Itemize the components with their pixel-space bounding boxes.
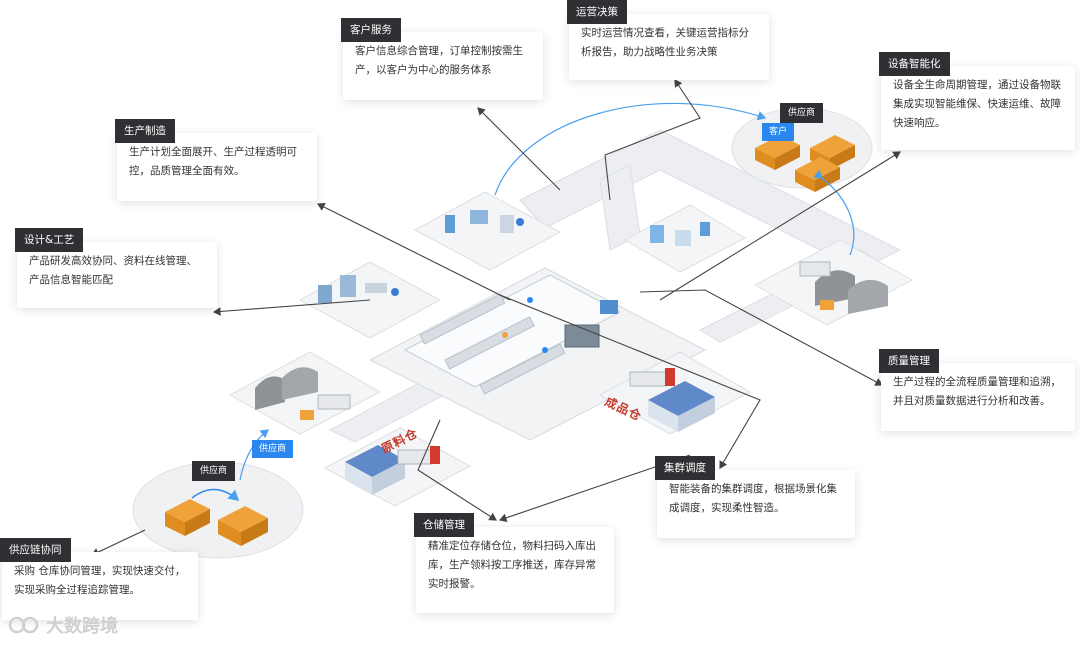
card-customer-service: 客户服务 客户信息综合管理，订单控制按需生产，以客户为中心的服务体系 [341, 18, 543, 100]
card-warehouse: 仓储管理 精准定位存储仓位，物料扫码入库出库，生产领料按工序推送，库存异常实时报… [414, 513, 614, 613]
connector-arrows [91, 79, 901, 557]
card-customer-service-title: 客户服务 [341, 18, 401, 42]
card-warehouse-title: 仓储管理 [414, 513, 474, 537]
card-operations: 运营决策 实时运营情况查看，关键运营指标分析报告，助力战略性业务决策 [567, 0, 769, 80]
supplier-tag-bottom-blue: 供应商 [252, 440, 294, 458]
finished-warehouse [598, 351, 752, 435]
card-supply-chain-body: 采购 仓库协同管理，实现快速交付，实现采购全过程追踪管理。 [14, 565, 186, 596]
production-office-platform [413, 191, 562, 271]
watermark-logo-icon [8, 616, 39, 634]
card-quality-body: 生产过程的全流程质量管理和追溯，并且对质量数据进行分析和改善。 [893, 376, 1061, 407]
card-equipment-title: 设备智能化 [879, 52, 950, 76]
card-equipment-body: 设备全生命周期管理，通过设备物联集成实现智能维保、快速运维、故障快速响应。 [893, 79, 1061, 129]
card-quality: 质量管理 生产过程的全流程质量管理和追溯，并且对质量数据进行分析和改善。 [879, 349, 1075, 431]
card-production-body: 生产计划全面展开、生产过程透明可控，品质管理全面有效。 [129, 146, 297, 177]
supplier-hub-bottom [132, 461, 304, 559]
card-operations-body: 实时运营情况查看，关键运营指标分析报告，助力战略性业务决策 [581, 27, 749, 58]
card-cluster-title: 集群调度 [655, 456, 715, 480]
equipment-warehouse-right [753, 239, 914, 326]
card-design: 设计&工艺 产品研发高效协同、资料在线管理、产品信息智能匹配 [15, 228, 217, 308]
card-production-title: 生产制造 [115, 119, 175, 143]
card-supply-chain-title: 供应链协同 [0, 538, 71, 562]
card-cluster: 集群调度 智能装备的集群调度，根据场景化集成调度，实现柔性智造。 [655, 456, 855, 538]
central-production-floor [368, 267, 707, 441]
supplier-tag-bottom: 供应商 [192, 461, 236, 481]
card-cluster-body: 智能装备的集群调度，根据场景化集成调度，实现柔性智造。 [669, 483, 837, 514]
raw-material-warehouse-left [228, 351, 382, 435]
operations-office-platform [623, 204, 747, 273]
watermark-text: 大数跨境 [46, 616, 118, 637]
card-customer-service-body: 客户信息综合管理，订单控制按需生产，以客户为中心的服务体系 [355, 45, 523, 76]
card-warehouse-body: 精准定位存储仓位，物料扫码入库出库，生产领料按工序推送，库存异常实时报警。 [428, 540, 596, 590]
card-design-title: 设计&工艺 [15, 228, 84, 252]
raw-warehouse [323, 427, 472, 507]
watermark: 大数跨境 [8, 612, 118, 638]
card-equipment: 设备智能化 设备全生命周期管理，通过设备物联集成实现智能维保、快速运维、故障快速… [879, 52, 1075, 150]
supplier-tag-top: 供应商 [780, 103, 824, 123]
card-quality-title: 质量管理 [879, 349, 939, 373]
card-production: 生产制造 生产计划全面展开、生产过程透明可控，品质管理全面有效。 [115, 119, 317, 201]
flow-arcs [239, 102, 855, 481]
card-design-body: 产品研发高效协同、资料在线管理、产品信息智能匹配 [29, 255, 197, 286]
card-supply-chain: 供应链协同 采购 仓库协同管理，实现快速交付，实现采购全过程追踪管理。 [0, 538, 198, 620]
card-operations-title: 运营决策 [567, 0, 627, 24]
customer-tag: 客户 [762, 123, 795, 141]
